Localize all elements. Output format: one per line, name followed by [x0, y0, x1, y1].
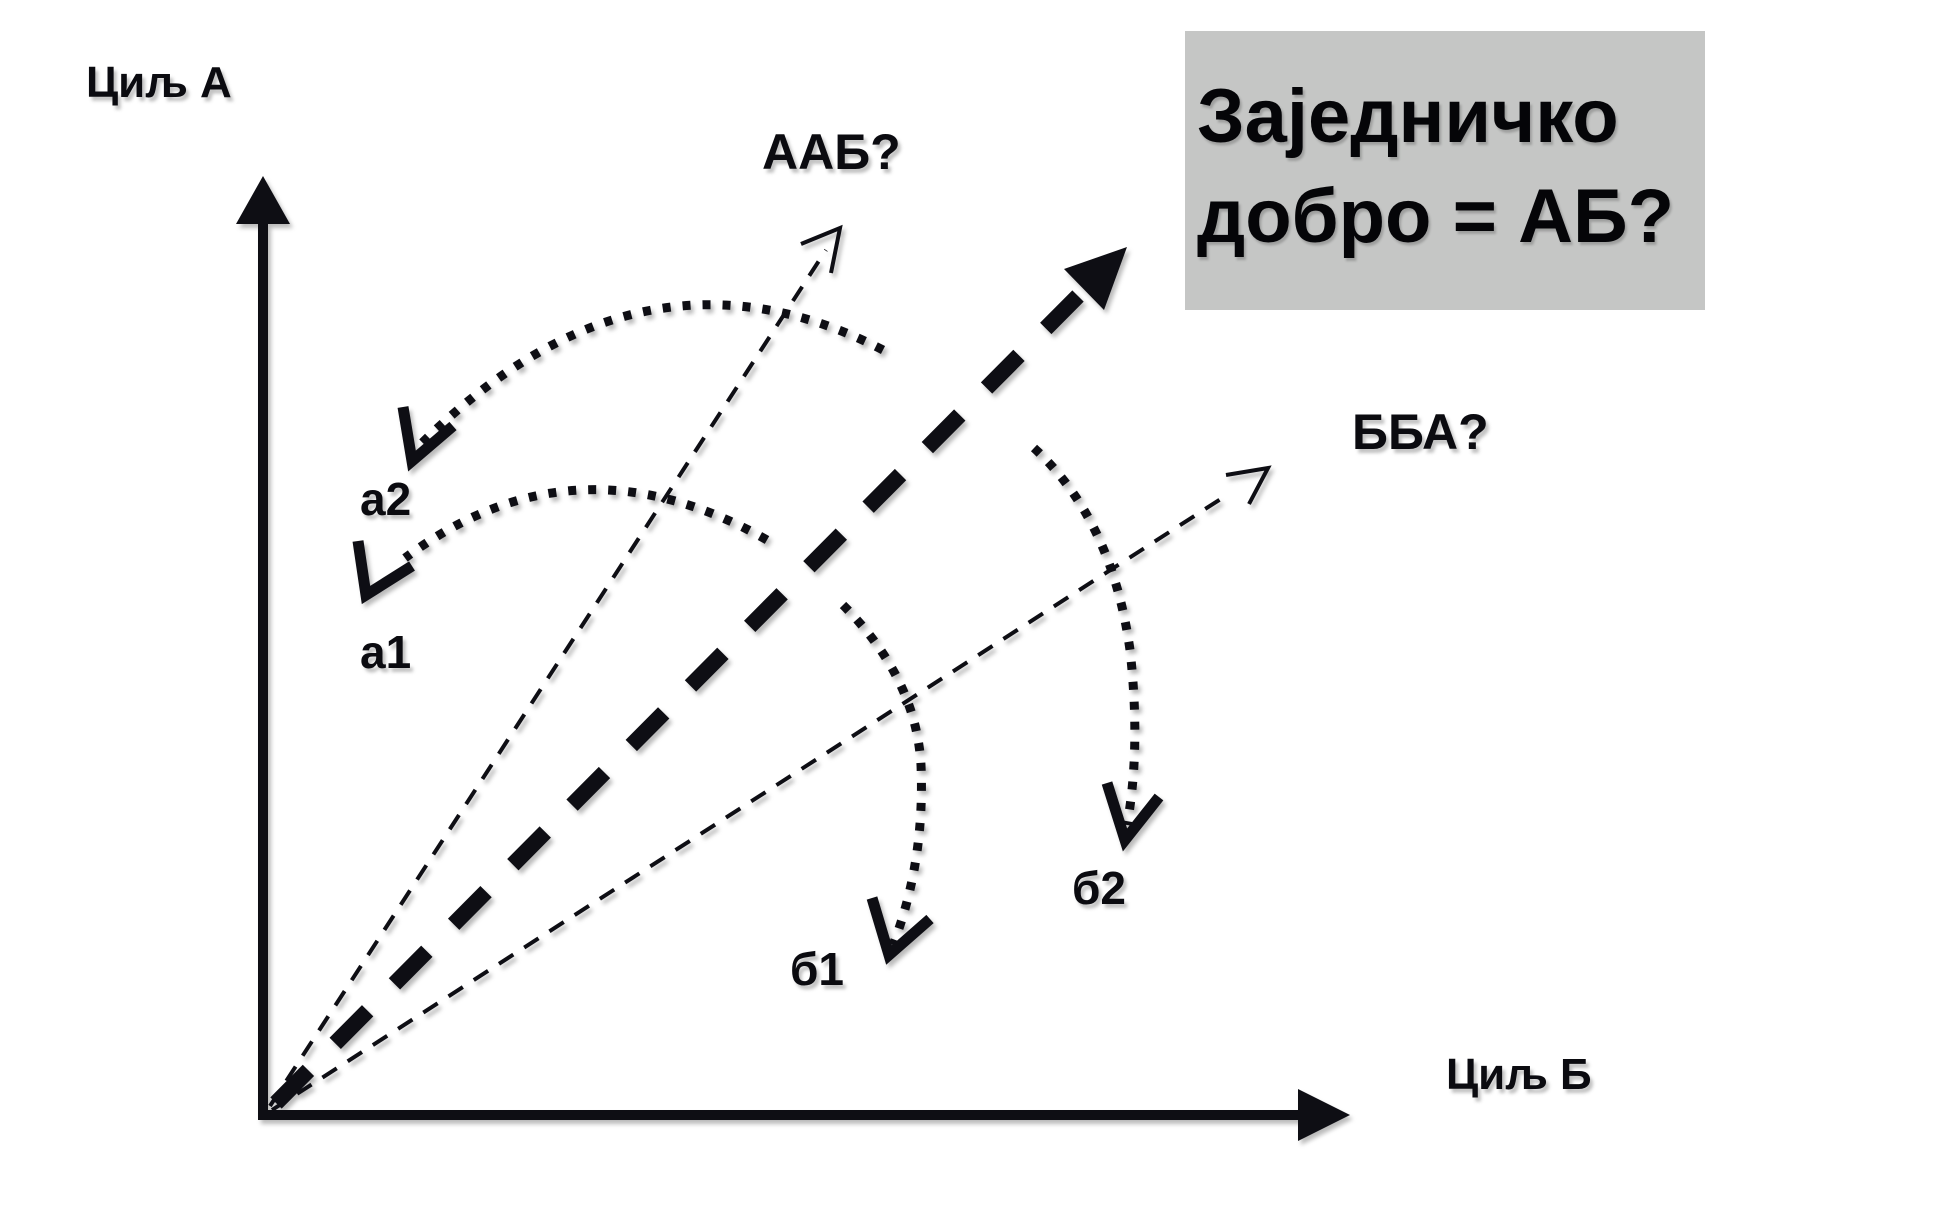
axis-a-label: Циљ А — [86, 58, 232, 107]
arc-a1-arrowhead — [352, 540, 415, 605]
line-joint-good-ab — [270, 247, 1127, 1109]
line-aab-arrowhead — [800, 224, 843, 274]
line-bba-arrowhead — [1225, 465, 1272, 505]
axis-goal-a-arrowhead — [236, 176, 290, 224]
aab-question-label: ААБ? — [762, 124, 901, 180]
bba-question-label: ББА? — [1352, 404, 1489, 460]
callout-line-1: Заједничко — [1197, 74, 1619, 159]
arc-b2-arrowhead — [1101, 781, 1164, 852]
arc-b1 — [839, 601, 934, 965]
axis-goal-a — [236, 176, 290, 1117]
step-b2-label: б2 — [1072, 862, 1126, 914]
line-ab-arrowhead — [1064, 247, 1127, 310]
step-b1-label: б1 — [790, 943, 844, 995]
step-a2-label: а2 — [360, 473, 412, 525]
line-aab — [268, 224, 843, 1108]
arc-b1-arrowhead — [866, 896, 934, 965]
step-a1-label: а1 — [360, 626, 412, 678]
common-good-callout: Заједничко добро = АБ? — [1185, 31, 1705, 310]
axis-b-label: Циљ Б — [1446, 1050, 1592, 1099]
line-bba — [270, 465, 1272, 1112]
arc-a2-arrowhead — [397, 406, 457, 472]
arc-a2 — [397, 300, 886, 472]
arc-b2 — [1030, 444, 1164, 852]
callout-line-2: добро = АБ? — [1197, 174, 1675, 259]
arc-a1 — [352, 485, 770, 605]
axis-goal-b — [258, 1089, 1350, 1141]
axis-goal-b-arrowhead — [1298, 1089, 1350, 1141]
